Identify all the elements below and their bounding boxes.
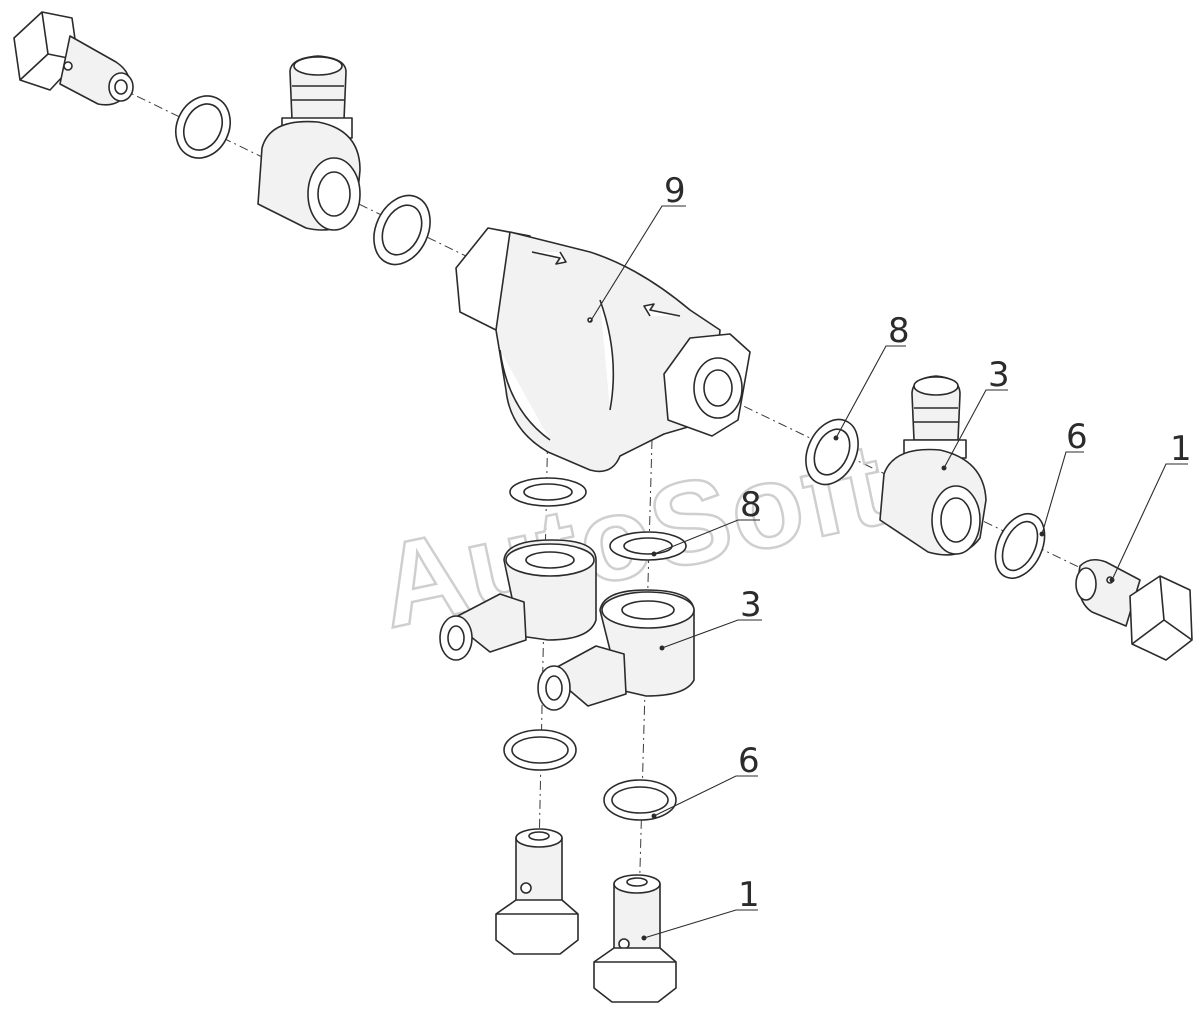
leader-9: [589, 205, 686, 323]
o-ring-right: [994, 513, 1046, 579]
banjo-fitting-upper: [257, 55, 361, 231]
washer-upper-left: [175, 95, 231, 159]
banjo-fitting-right: [879, 375, 987, 556]
main-housing: [455, 227, 751, 473]
callout-labels: 9 8 3 6 1 8 3 6 1: [664, 171, 1192, 915]
banjo-bolt-lower-left: [495, 828, 579, 955]
callout-8-lower: 8: [740, 485, 762, 525]
banjo-fitting-lower-right: [537, 589, 695, 711]
leader-6a: [1041, 451, 1084, 535]
washer-right-upper: [805, 418, 859, 486]
leader-8b: [653, 519, 760, 555]
callout-1-lower: 1: [738, 875, 760, 915]
callout-9: 9: [664, 171, 686, 211]
leader-8a: [835, 345, 906, 439]
leader-6b: [653, 775, 758, 817]
banjo-bolt-lower-right: [593, 874, 677, 1003]
washer-mid-upper: [373, 194, 431, 266]
banjo-fitting-lower-left: [439, 539, 597, 661]
o-ring-lower-right: [603, 779, 677, 821]
washer-under-right: [609, 531, 687, 561]
callout-1-upper: 1: [1170, 429, 1192, 469]
callout-6-lower: 6: [738, 741, 760, 781]
callout-8-upper: 8: [888, 311, 910, 351]
leader-1a: [1111, 463, 1188, 581]
callout-leaders: [589, 205, 1188, 941]
leader-3b: [661, 619, 762, 649]
axis-right: [709, 389, 1111, 583]
callout-6-upper: 6: [1066, 417, 1088, 457]
callout-3-upper: 3: [988, 355, 1010, 395]
o-ring-lower-left: [503, 729, 577, 771]
leader-1b: [643, 909, 758, 939]
leader-3a: [943, 389, 1008, 469]
banjo-bolt-right: [1075, 558, 1193, 661]
banjo-bolt-upper-left: [13, 11, 134, 106]
washer-under-left: [509, 477, 587, 507]
callout-3-lower: 3: [740, 585, 762, 625]
